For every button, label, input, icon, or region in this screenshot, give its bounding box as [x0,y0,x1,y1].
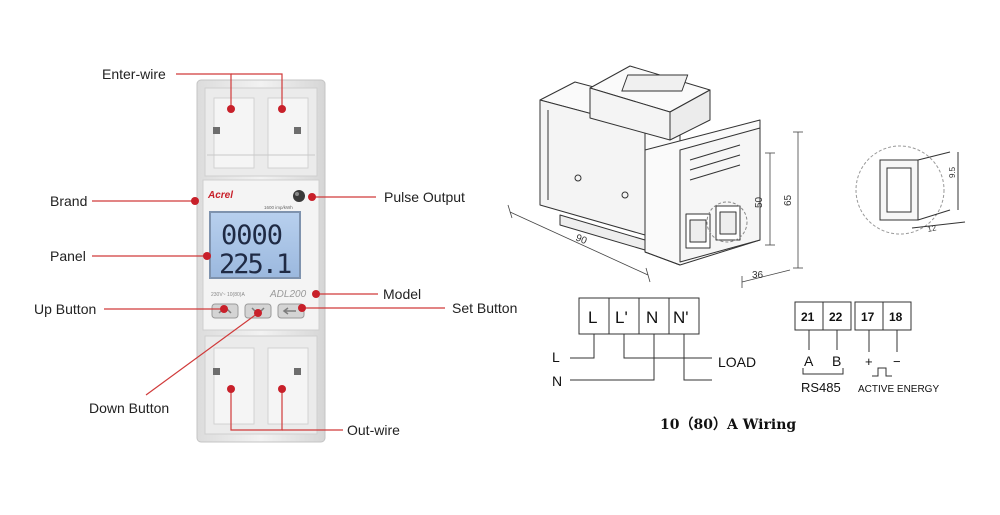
comm-terminal-18: 18 [889,310,903,324]
detail-dim-h: 9.5 [948,166,957,178]
comm-terminal-21: 21 [801,310,815,324]
detail-dim-w: 12 [927,223,938,234]
dim-width: 90 [574,233,589,248]
wiring-caption: 10（80）A Wiring [660,417,797,433]
wiring-label-l: L [552,349,560,365]
power-terminal-n: N [646,308,658,327]
dim-height-inner: 50 [754,196,765,208]
dim-depth: 36 [752,270,764,281]
wiring-label-n: N [552,373,562,389]
callout-out-wire: Out-wire [347,422,400,438]
comm-terminal-22: 22 [829,310,843,324]
rating-text: 230V~ 10(80)A [211,292,245,298]
pulse-led [293,190,305,202]
callout-up-button: Up Button [34,301,96,317]
callout-down-button: Down Button [89,400,169,416]
pulse-rate-text: 1600 imp/kWh [264,205,293,210]
callout-dots [191,105,320,393]
power-terminal-l: L [588,308,597,327]
power-terminal-block [578,297,700,335]
dim-height-total: 65 [783,194,794,206]
callout-panel: Panel [50,248,86,264]
comm-wires [802,330,898,377]
model-text: ADL200 [269,289,307,300]
callout-brand: Brand [50,193,87,209]
power-terminal-n-prime: N' [673,308,689,327]
isometric-drawing [539,65,761,266]
lcd-line-2: 225.1 [219,249,291,280]
comm-terminal-17: 17 [861,310,875,324]
comm-label-a: A [804,353,814,369]
callout-pulse-output: Pulse Output [384,189,465,205]
comm-label-minus: − [893,354,901,369]
detail-view [855,145,966,235]
brand-logo-text: Acrel [207,190,233,201]
comm-label-b: B [832,353,841,369]
rs485-label: RS485 [801,380,841,395]
callout-set-button: Set Button [452,300,517,316]
callout-model: Model [383,286,421,302]
lcd-line-1: 0000 [221,220,282,251]
wiring-label-load: LOAD [718,354,756,370]
active-energy-label: ACTIVE ENERGY [858,384,939,395]
power-wires [570,334,712,381]
comm-label-plus: + [865,354,873,369]
callout-enter-wire: Enter-wire [102,66,166,82]
dimension-lines [507,131,803,288]
comm-terminal-block [794,301,912,331]
power-terminal-l-prime: L' [615,308,628,327]
lcd-panel [209,211,301,279]
energy-meter [196,79,326,443]
callout-lines [92,73,445,431]
